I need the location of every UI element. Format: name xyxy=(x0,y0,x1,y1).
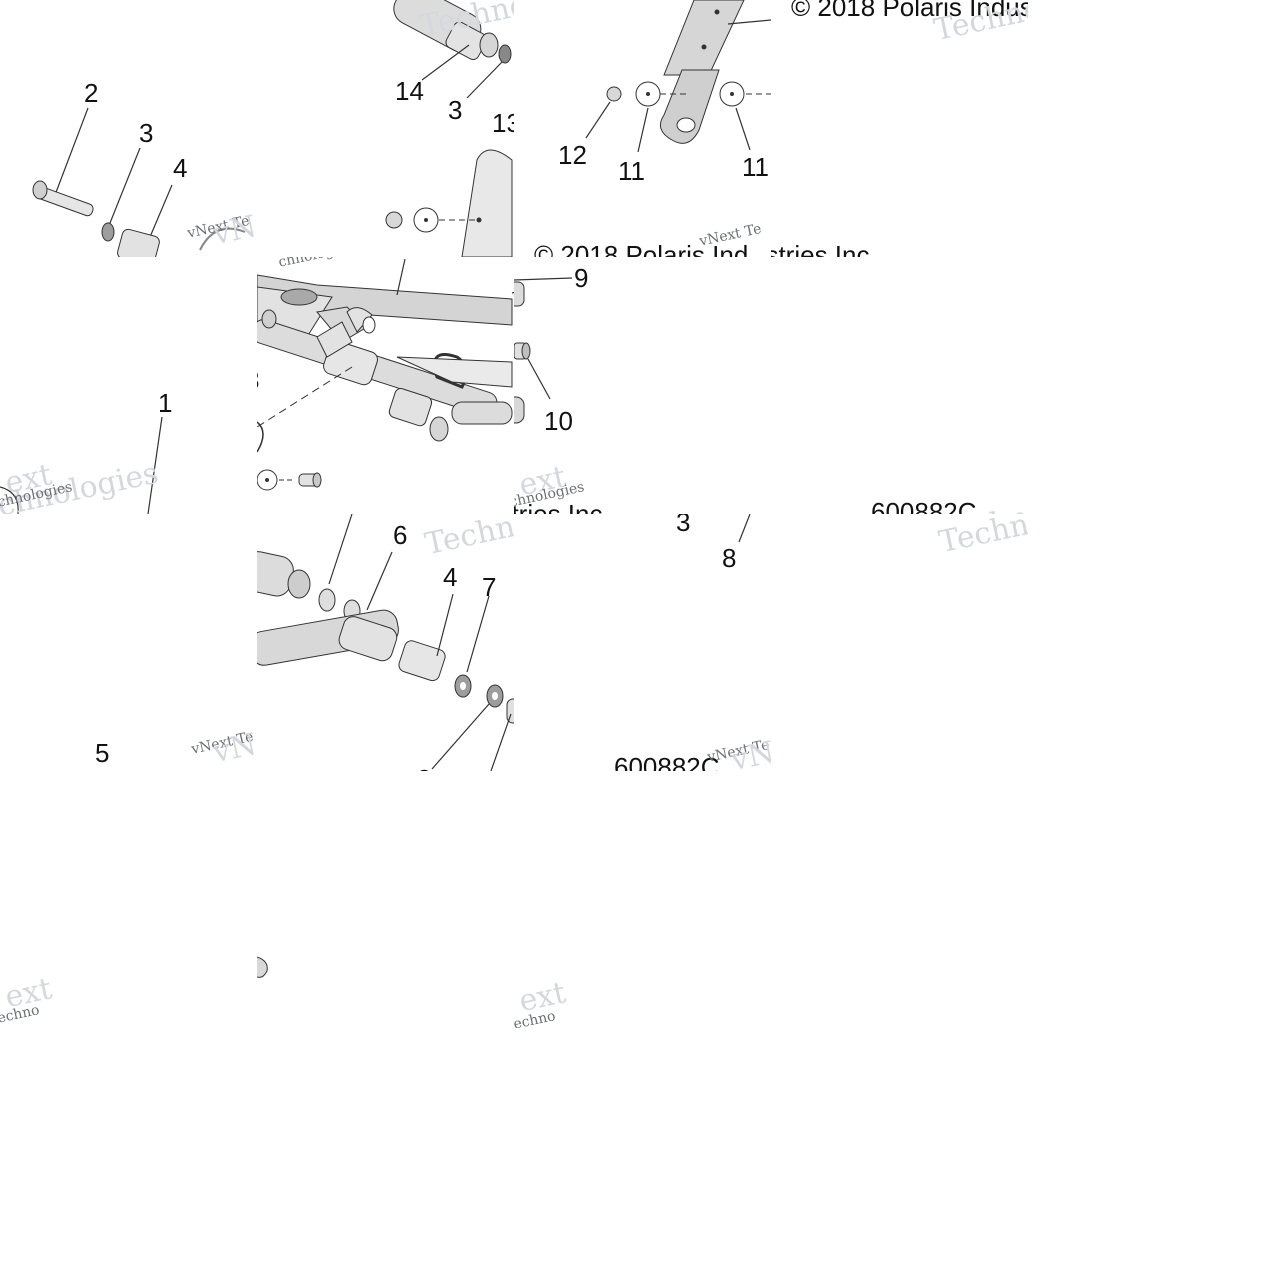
tile-r2-c2: 3 8 600882C vNext Te vNext xyxy=(514,514,771,771)
callout-7: 7 xyxy=(482,572,497,602)
tile-r2-c1: 6 4 7 8 Techno xyxy=(257,514,514,771)
tile-r0-c2: 12 11 11 © 2018 Polaris Ind vNext Te xyxy=(514,0,771,257)
callout-3: 3 xyxy=(676,514,691,537)
pin-bolt-drawing xyxy=(32,107,246,257)
callout-10: 10 xyxy=(544,406,573,436)
tile-r0-c0: 2 3 4 vNext Te vNext xyxy=(0,0,257,257)
a-arm-lower-drawing xyxy=(257,514,514,771)
tile-r1-c0: 1 ext Technologies chnologies xyxy=(0,257,257,514)
tile-r2-c0: 5 vNext Te vNext xyxy=(0,514,257,771)
tile-r2-c3: Techno xyxy=(771,514,1028,771)
watermark-text: vNext xyxy=(210,717,257,771)
watermark-text: Techno xyxy=(936,514,1028,561)
callout-8: 8 xyxy=(417,766,431,771)
copyright-notice: ustries Inc. xyxy=(514,499,610,514)
callout-1: 1 xyxy=(158,388,173,418)
tile-r0-c1: 14 3 13 Techno xyxy=(257,0,514,257)
part-number: 600882C xyxy=(871,497,977,514)
callout-6: 6 xyxy=(393,520,408,550)
tile-r1-c3: 600882C Techno xyxy=(771,257,1028,514)
watermark-text: echno xyxy=(514,1008,557,1028)
arm-upper-drawing xyxy=(385,0,513,257)
callout-11: 11 xyxy=(618,156,645,186)
callout-13: 13 xyxy=(492,108,514,138)
bushing xyxy=(117,228,160,257)
leader-lines xyxy=(0,416,163,514)
washer xyxy=(101,222,115,242)
arm-end-drawing xyxy=(514,277,573,424)
callout-9: 9 xyxy=(574,263,589,293)
callout-2: 2 xyxy=(84,78,99,108)
tile-r3-c2: ext echno xyxy=(514,771,771,1028)
callout-8: 8 xyxy=(257,367,259,393)
tile-r3-c1 xyxy=(257,771,514,1028)
a-arm-drawing xyxy=(257,258,514,491)
tile-r1-c1: 8 chnologies xyxy=(257,257,514,514)
copyright-notice: ustries Inc. xyxy=(771,240,877,257)
leader-lines xyxy=(738,514,751,543)
bolt-shaft xyxy=(32,180,94,217)
tile-r3-c0: ext echno xyxy=(0,771,257,1028)
callout-5: 5 xyxy=(95,738,110,768)
partial-washer xyxy=(257,956,268,978)
part-number: 600882C xyxy=(614,752,720,771)
callout-8: 8 xyxy=(722,543,737,573)
callout-12: 12 xyxy=(558,140,587,170)
copyright-notice: © 2018 Polaris Industries Inc. xyxy=(791,0,1028,22)
callout-3: 3 xyxy=(139,118,154,148)
callout-14: 14 xyxy=(395,76,424,106)
callout-11: 11 xyxy=(742,152,769,182)
tile-r1-c2: 9 10 ext ustries Inc. chnologies xyxy=(514,257,771,514)
callout-3: 3 xyxy=(448,95,463,125)
callout-4: 4 xyxy=(443,562,458,592)
callout-4: 4 xyxy=(173,153,188,183)
tile-r0-c3: © 2018 Polaris Industries Inc. Techno us… xyxy=(771,0,1028,257)
link-arm-drawing xyxy=(585,0,771,153)
copyright-notice: © 2018 Polaris Ind xyxy=(534,240,749,257)
watermark-text: echno xyxy=(0,1002,41,1027)
